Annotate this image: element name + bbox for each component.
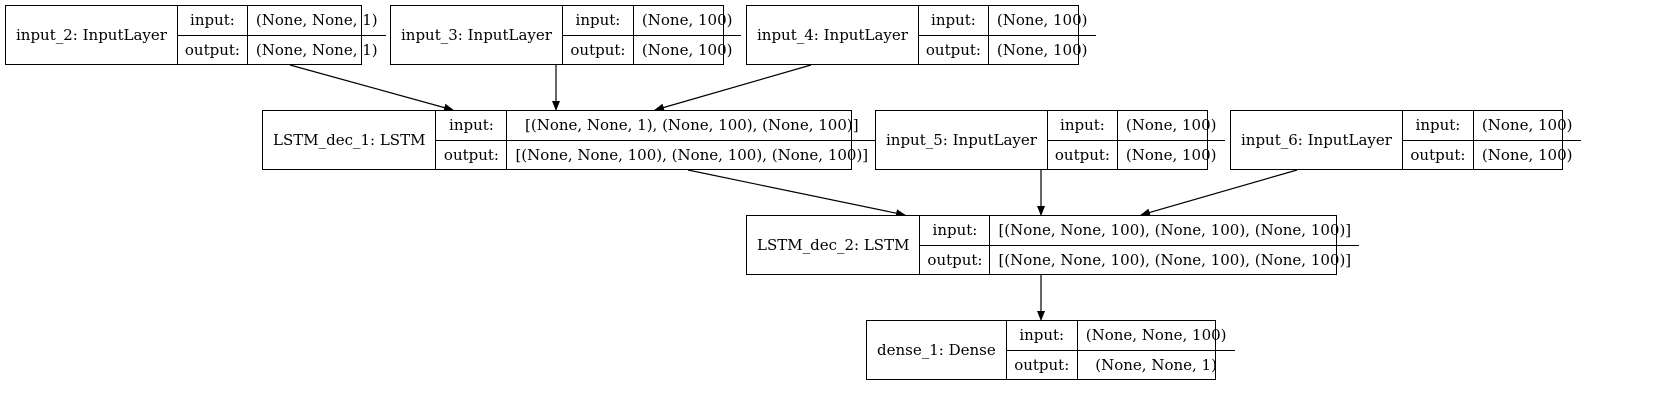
node-input-3: input_3: InputLayer input: output: (None… [390,5,741,65]
output-label: output: [927,250,983,269]
node-lstm-dec-2: LSTM_dec_2: LSTM input: output: [(None, … [746,215,1360,275]
node-input-2: input_2: InputLayer input: output: (None… [5,5,386,65]
input-shape: [(None, None, 100), (None, 100), (None, … [990,216,1360,246]
input-shape: (None, None, 1) [247,6,386,36]
node-name: LSTM_dec_1: LSTM [263,111,437,169]
output-label: output: [570,40,626,59]
edge-lstm_dec_1-to-lstm_dec_2 [687,169,906,218]
node-input-4: input_4: InputLayer input: output: (None… [746,5,1096,65]
output-label: output: [184,40,240,59]
input-label: input: [1006,321,1077,351]
node-input-5: input_5: InputLayer input: output: (None… [875,110,1225,170]
input-label: input: [920,216,990,246]
output-label: output: [925,40,981,59]
node-name: input_3: InputLayer [391,6,563,64]
input-shape: (None, 100) [1473,111,1581,141]
node-lstm-dec-1: LSTM_dec_1: LSTM input: output: [(None, … [262,110,877,170]
input-shape: [(None, None, 1), (None, 100), (None, 10… [507,111,877,141]
edge-input_4-to-lstm_dec_1 [654,64,812,112]
input-label: input: [562,6,633,36]
output-shape: (None, 100) [1125,145,1217,164]
output-shape: (None, 100) [1481,145,1573,164]
output-shape: (None, 100) [996,40,1088,59]
node-name: input_2: InputLayer [6,6,178,64]
edge-input_2-to-lstm_dec_1 [289,64,454,112]
output-shape: (None, None, 1) [255,40,378,59]
input-label: input: [1402,111,1473,141]
input-shape: (None, 100) [988,6,1096,36]
input-shape: (None, None, 100) [1077,321,1235,351]
node-name: input_4: InputLayer [747,6,919,64]
input-label: input: [918,6,988,36]
output-label: output: [1054,145,1110,164]
output-shape: [(None, None, 100), (None, 100), (None, … [998,250,1352,269]
node-name: input_5: InputLayer [876,111,1048,169]
input-label: input: [1047,111,1117,141]
output-shape: (None, None, 1) [1095,355,1217,374]
input-shape: (None, 100) [1117,111,1225,141]
node-dense-1: dense_1: Dense input: output: (None, Non… [866,320,1235,380]
output-label: output: [1014,355,1070,374]
node-name: dense_1: Dense [867,321,1007,379]
input-shape: (None, 100) [633,6,741,36]
node-input-6: input_6: InputLayer input: output: (None… [1230,110,1581,170]
output-label: output: [1410,145,1466,164]
node-name: input_6: InputLayer [1231,111,1403,169]
edge-input_6-to-lstm_dec_2 [1140,169,1298,217]
output-shape: [(None, None, 100), (None, 100), (None, … [515,145,869,164]
output-label: output: [443,145,499,164]
input-label: input: [436,111,507,141]
input-label: input: [177,6,247,36]
node-name: LSTM_dec_2: LSTM [747,216,921,274]
output-shape: (None, 100) [641,40,733,59]
